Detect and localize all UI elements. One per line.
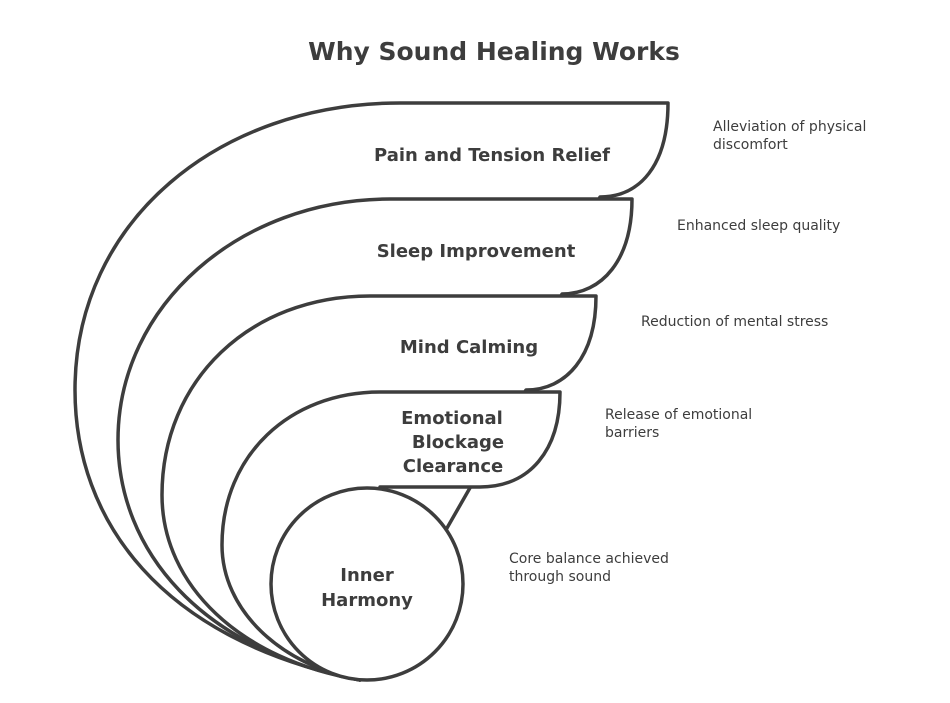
- text-line: Alleviation of physical: [713, 119, 866, 135]
- layer-label-pain-tension-relief: Pain and Tension Relief: [374, 145, 610, 166]
- text-line: Harmony: [321, 590, 413, 611]
- description-emotional-blockage: Release of emotional barriers: [605, 407, 752, 441]
- core-inner-harmony-circle: [269, 486, 465, 682]
- text-line: Blockage: [412, 432, 504, 453]
- description-inner-harmony: Core balance achieved through sound: [509, 551, 669, 585]
- text-line: through sound: [509, 569, 611, 585]
- text-line: discomfort: [713, 137, 788, 153]
- text-line: Emotional: [401, 408, 503, 429]
- text-line: Release of emotional: [605, 407, 752, 423]
- layer-label-mind-calming: Mind Calming: [400, 337, 538, 358]
- description-pain-tension-relief: Alleviation of physical discomfort: [713, 119, 866, 153]
- layer-label-sleep-improvement: Sleep Improvement: [377, 241, 576, 262]
- text-line: Core balance achieved: [509, 551, 669, 567]
- diagram-title: Why Sound Healing Works: [308, 37, 680, 66]
- text-line: barriers: [605, 425, 659, 441]
- description-sleep-improvement: Enhanced sleep quality: [677, 218, 840, 234]
- description-mind-calming: Reduction of mental stress: [641, 314, 828, 330]
- text-line: Clearance: [403, 456, 503, 477]
- text-line: Inner: [340, 565, 394, 586]
